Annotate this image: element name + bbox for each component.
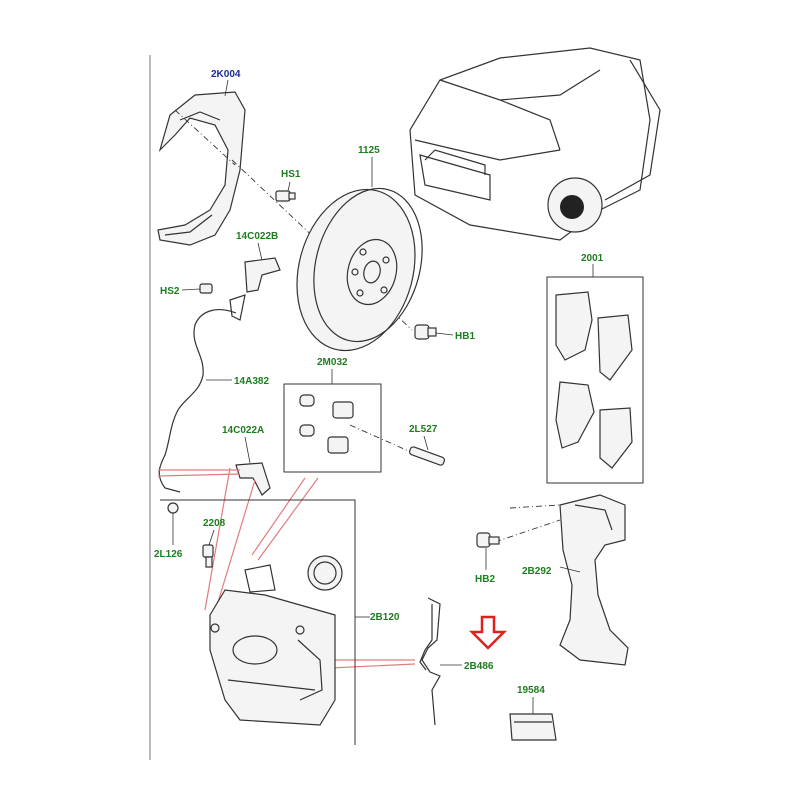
sensor-cable-part xyxy=(158,309,237,493)
label-bolt-hb1: HB1 xyxy=(455,331,475,342)
label-caliper-carrier: 2B292 xyxy=(522,566,552,577)
red-leader-lines xyxy=(157,467,416,669)
caliper-part xyxy=(209,564,336,726)
bleed-screw-part xyxy=(202,544,214,568)
label-bleed-cap: 2L126 xyxy=(154,549,183,560)
bracket-lower-part xyxy=(235,462,271,496)
label-bracket-lower: 14C022A xyxy=(222,425,264,436)
screw-hs2-part xyxy=(199,283,213,294)
label-bleed-screw: 2208 xyxy=(203,518,226,529)
label-guide-pin: 2L527 xyxy=(409,424,438,435)
pin-kit-box xyxy=(283,383,382,473)
heat-shield-part xyxy=(157,91,246,246)
bracket-upper-part xyxy=(229,257,281,321)
label-pin-kit: 2M032 xyxy=(317,357,348,368)
label-grease: 19584 xyxy=(517,685,545,696)
guide-pin-part xyxy=(408,446,446,466)
label-bracket-upper: 14C022B xyxy=(236,231,278,242)
vehicle-outline xyxy=(409,47,661,241)
label-caliper: 2B120 xyxy=(370,612,400,623)
bolt-hb1-part xyxy=(414,324,437,340)
bolt-hb2-part xyxy=(476,532,500,548)
caliper-carrier-part xyxy=(559,494,629,666)
pin-kit-parts xyxy=(299,394,354,454)
highlight-arrow-icon xyxy=(468,615,508,650)
brake-pads-part xyxy=(555,291,633,469)
piston-seal-part xyxy=(307,555,343,591)
label-screw-hs1: HS1 xyxy=(281,169,301,180)
caliper-box xyxy=(160,499,356,745)
pad-set-box xyxy=(546,276,644,484)
label-pad-set: 2001 xyxy=(581,253,604,264)
anti-rattle-spring-part xyxy=(421,597,441,726)
label-sensor-cable: 14A382 xyxy=(234,376,269,387)
label-heat-shield: 2K004 xyxy=(211,69,241,80)
label-brake-disc: 1125 xyxy=(358,145,380,156)
brake-disc-part xyxy=(296,187,423,352)
label-bolt-hb2: HB2 xyxy=(475,574,495,585)
grease-sachet-part xyxy=(509,713,557,741)
bleed-cap-part xyxy=(167,502,179,545)
label-screw-hs2: HS2 xyxy=(160,286,180,297)
label-anti-rattle-spring: 2B486 xyxy=(464,661,494,672)
screw-hs1-part xyxy=(275,190,296,202)
